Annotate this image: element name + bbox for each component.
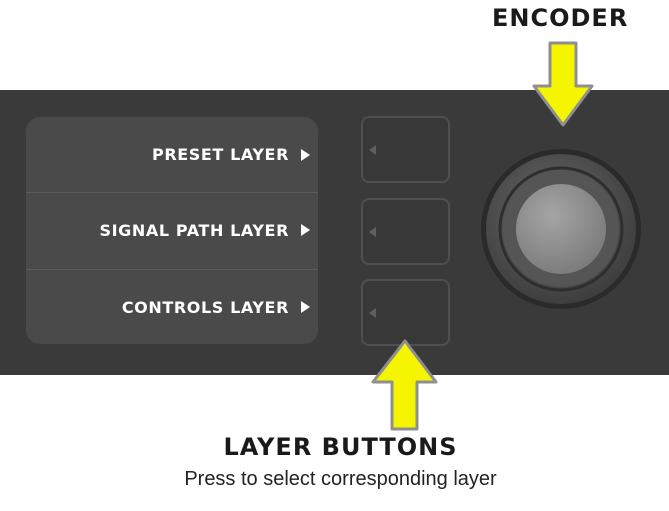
layer-buttons-heading: LAYER BUTTONS (223, 433, 458, 461)
screen-row-preset-layer: PRESET LAYER (26, 117, 318, 192)
left-triangle-icon (369, 308, 376, 318)
left-triangle-icon (369, 145, 376, 155)
preset-layer-button[interactable] (361, 116, 450, 183)
display-screen: PRESET LAYER SIGNAL PATH LAYER CONTROLS … (26, 117, 318, 344)
right-triangle-icon (301, 224, 310, 236)
signal-path-layer-label: SIGNAL PATH LAYER (99, 220, 289, 240)
device-panel: PRESET LAYER SIGNAL PATH LAYER CONTROLS … (0, 90, 669, 375)
preset-layer-label: PRESET LAYER (152, 145, 289, 164)
encoder-knob[interactable] (480, 148, 642, 310)
right-triangle-icon (301, 301, 310, 313)
right-triangle-icon (301, 148, 310, 161)
layer-buttons-callout-arrow (371, 339, 438, 431)
screen-row-signal-path-layer: SIGNAL PATH LAYER (26, 192, 318, 267)
encoder-knob-graphic (481, 149, 641, 309)
signal-path-layer-button[interactable] (361, 198, 450, 265)
encoder-callout-arrow (532, 41, 594, 127)
left-triangle-icon (369, 227, 376, 237)
layer-buttons-caption: Press to select corresponding layer (184, 468, 497, 490)
encoder-heading: ENCODER (492, 4, 629, 32)
controls-layer-label: CONTROLS LAYER (121, 297, 289, 317)
screen-row-controls-layer: CONTROLS LAYER (26, 269, 318, 344)
